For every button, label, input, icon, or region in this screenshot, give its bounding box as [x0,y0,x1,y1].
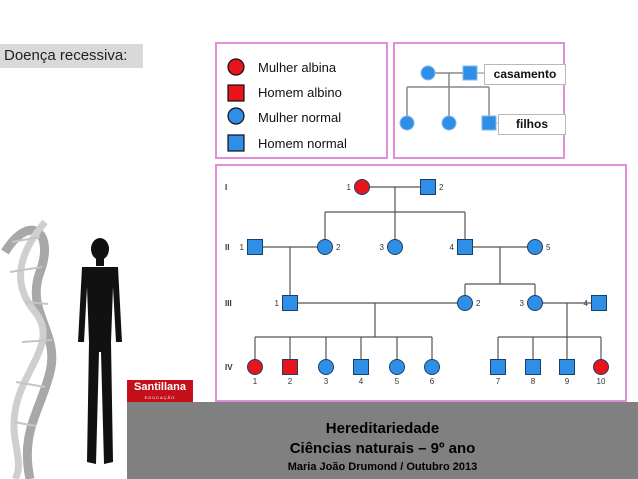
key-child-1-symbol [399,115,415,131]
marriage-label: casamento [484,64,566,85]
individual-number-II-1: 1 [240,243,245,252]
individual-number-IV-2: 2 [288,377,293,386]
individual-number-I-1: 1 [347,183,352,192]
individual-III-2 [457,295,473,311]
individual-number-I-2: 2 [439,183,444,192]
individual-IV-1 [247,359,263,375]
topic-label: Doença recessiva: [0,44,143,68]
individual-II-1 [247,239,263,255]
individual-II-2 [317,239,333,255]
legend-label-female-albino: Mulher albina [258,60,337,75]
footer-bar [127,402,638,479]
legend-symbols [227,58,245,152]
key-child-2-symbol [441,115,457,131]
individual-I-2 [420,179,436,195]
individual-number-II-5: 5 [546,243,551,252]
individual-number-IV-10: 10 [597,377,606,386]
generation-label-II: II [225,243,229,252]
generation-label-III: III [225,299,232,308]
legend-label-female-normal: Mulher normal [258,110,342,125]
key-child-3-symbol [481,115,497,131]
individual-number-III-4: 4 [584,299,589,308]
dna-human-illustration [1,219,122,479]
individual-IV-4 [353,359,369,375]
individual-III-4 [591,295,607,311]
legend-female-normal-symbol [227,107,245,125]
individual-number-IV-6: 6 [430,377,435,386]
individual-IV-10 [593,359,609,375]
individual-number-IV-1: 1 [253,377,258,386]
individual-number-II-3: 3 [380,243,385,252]
children-label: filhos [498,114,566,135]
generation-label-IV: IV [225,363,233,372]
individual-number-III-1: 1 [275,299,280,308]
individual-number-II-4: 4 [450,243,455,252]
legend-female-albino-symbol [227,58,245,76]
individual-II-4 [457,239,473,255]
individual-number-IV-7: 7 [496,377,501,386]
generation-label-I: I [225,183,227,192]
key-mother-symbol [420,65,436,81]
legend-male-albino-symbol [227,84,245,102]
individual-number-IV-3: 3 [324,377,329,386]
legend-label-male-normal: Homem normal [258,136,347,151]
individual-III-3 [527,295,543,311]
legend-male-normal-symbol [227,134,245,152]
key-panel [393,42,565,159]
individual-I-1 [354,179,370,195]
individual-IV-7 [490,359,506,375]
footer-title: Hereditariedade [325,420,440,437]
individual-number-IV-4: 4 [359,377,364,386]
individual-number-IV-9: 9 [565,377,570,386]
individual-IV-5 [389,359,405,375]
individual-number-IV-5: 5 [395,377,400,386]
legend-label-male-albino: Homem albino [258,85,342,100]
publisher-subtitle: EDUCAÇÃO [144,395,176,400]
individual-II-3 [387,239,403,255]
publisher-logo: Santillana EDUCAÇÃO [127,380,193,404]
individual-number-IV-8: 8 [531,377,536,386]
individual-number-III-2: 2 [476,299,481,308]
footer-subtitle: Ciências naturais – 9º ano [289,440,476,457]
individual-III-1 [282,295,298,311]
individual-IV-9 [559,359,575,375]
individual-IV-6 [424,359,440,375]
footer-author: Maria João Drumond / Outubro 2013 [287,461,478,473]
individual-IV-3 [318,359,334,375]
individual-IV-8 [525,359,541,375]
individual-number-III-3: 3 [520,299,525,308]
key-father-symbol [462,65,478,81]
publisher-name: Santillana [134,381,186,393]
dna-helix-icon [1,219,57,479]
individual-II-5 [527,239,543,255]
human-silhouette-icon [78,238,122,464]
individual-number-II-2: 2 [336,243,341,252]
individual-IV-2 [282,359,298,375]
